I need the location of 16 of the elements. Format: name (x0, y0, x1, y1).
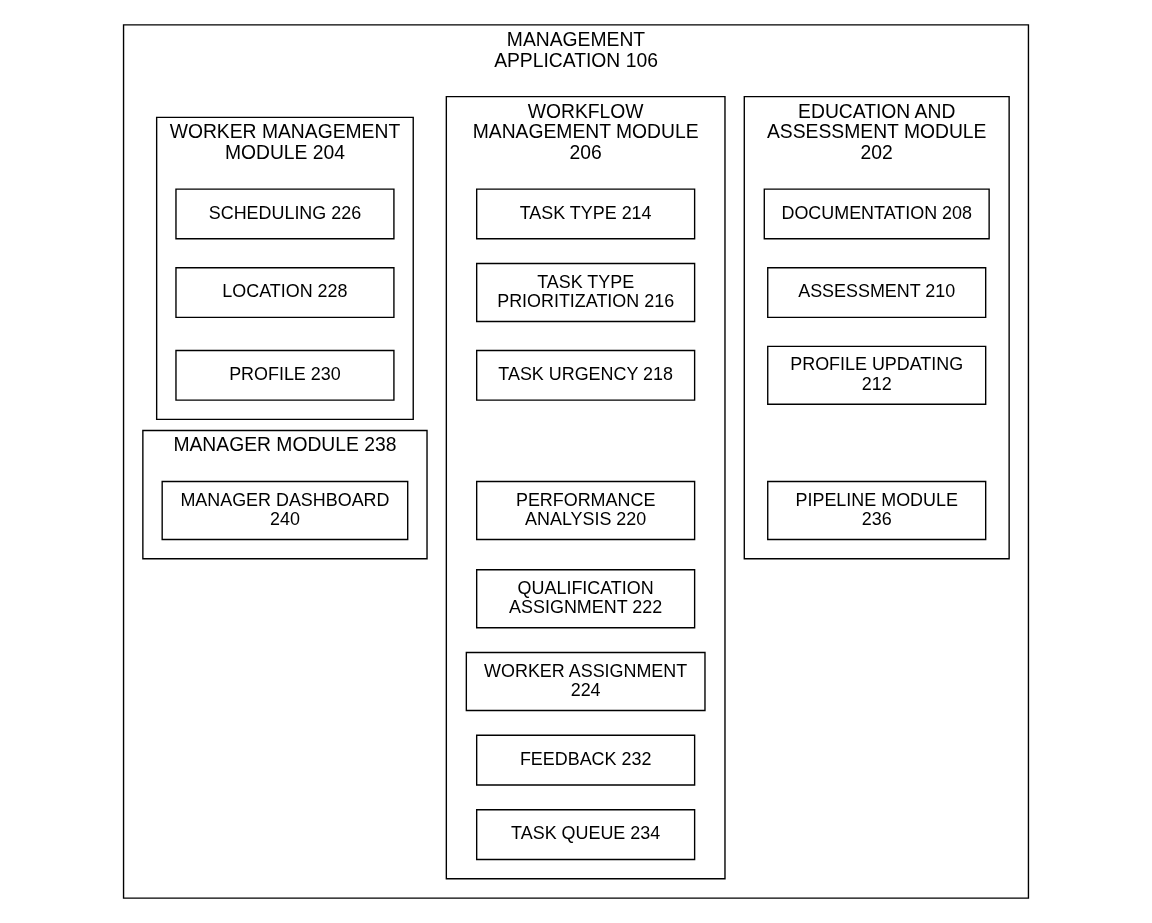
node-box: SCHEDULING 226 (175, 188, 395, 240)
node-box: TASK TYPE PRIORITIZATION 216 (476, 262, 696, 323)
node-box: PROFILE 230 (175, 349, 395, 401)
node-box: MANAGER DASHBOARD 240 (161, 480, 409, 541)
node-box: QUALIFICATION ASSIGNMENT 222 (476, 569, 696, 629)
node-box: TASK QUEUE 234 (476, 809, 696, 861)
node-box: LOCATION 228 (175, 267, 395, 319)
node-box: FEEDBACK 232 (476, 734, 696, 786)
node-box: PIPELINE MODULE 236 (767, 480, 987, 541)
node-box: ASSESSMENT 210 (767, 267, 987, 319)
node-box: TASK URGENCY 218 (476, 349, 696, 401)
node-box: WORKER ASSIGNMENT 224 (465, 651, 706, 712)
node-box: PROFILE UPDATING 212 (767, 345, 987, 405)
node-box: TASK TYPE 214 (476, 188, 696, 240)
node-box: DOCUMENTATION 208 (763, 188, 990, 240)
node-box: PERFORMANCE ANALYSIS 220 (476, 480, 696, 541)
